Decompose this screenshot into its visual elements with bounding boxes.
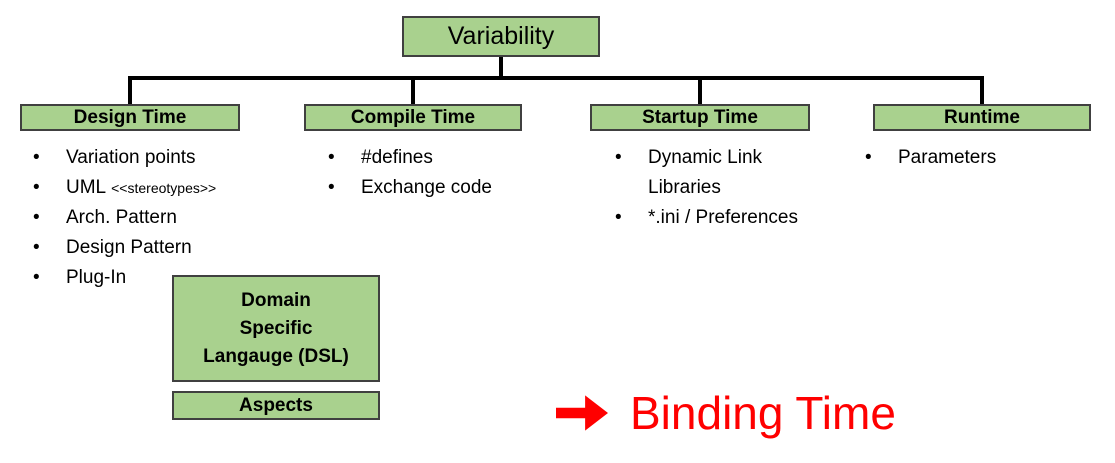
bullet-icon: • (865, 147, 872, 168)
runtime-box: Runtime (873, 104, 1091, 131)
connector-stub-startup-time (698, 76, 702, 105)
list-item: • UML<<stereotypes>> (30, 173, 216, 203)
dsl-box-line: Langauge (DSL) (203, 345, 349, 367)
list-item: • Plug-In (30, 263, 216, 293)
bullet-icon: • (328, 147, 335, 168)
list-item-text: Exchange code (361, 177, 492, 198)
variability-box: Variability (402, 16, 600, 57)
compile-time-list: • #defines • Exchange code (325, 143, 492, 203)
aspects-box: Aspects (172, 391, 380, 420)
list-item: • *.ini / Preferences (612, 203, 818, 233)
startup-time-list: • Dynamic Link Libraries • *.ini / Prefe… (612, 143, 818, 233)
uml-label: UML (66, 177, 107, 198)
bullet-icon: • (33, 147, 40, 168)
list-item-text: #defines (361, 147, 433, 168)
design-time-box: Design Time (20, 104, 240, 131)
list-item: • Design Pattern (30, 233, 216, 263)
list-item-text: UML<<stereotypes>> (66, 173, 216, 203)
list-item-text: Dynamic Link Libraries (648, 147, 763, 198)
list-item-text: Parameters (898, 147, 997, 168)
list-item: • Exchange code (325, 173, 492, 203)
list-item-text: *.ini / Preferences (648, 207, 798, 228)
bullet-icon: • (328, 177, 335, 198)
runtime-list: • Parameters (862, 143, 996, 173)
startup-time-box: Startup Time (590, 104, 810, 131)
bullet-icon: • (33, 177, 40, 198)
list-item: • Arch. Pattern (30, 203, 216, 233)
list-item: • Parameters (862, 143, 996, 173)
dsl-box-line: Specific (239, 317, 313, 339)
bullet-icon: • (33, 267, 40, 288)
bullet-icon: • (33, 237, 40, 258)
list-item-text: Arch. Pattern (66, 207, 177, 228)
bullet-icon: • (33, 207, 40, 228)
stereotypes-label: <<stereotypes>> (111, 180, 217, 196)
connector-root-vertical (499, 57, 503, 78)
list-item: • #defines (325, 143, 492, 173)
list-item: • Variation points (30, 143, 216, 173)
binding-time-label: Binding Time (630, 387, 896, 439)
connector-stub-compile-time (411, 76, 415, 105)
list-item-text: Plug-In (66, 267, 127, 288)
connector-stub-runtime (980, 76, 984, 105)
bullet-icon: • (615, 207, 622, 228)
list-item-text: Variation points (66, 147, 196, 168)
design-time-list: • Variation points • UML<<stereotypes>> … (30, 143, 216, 293)
dsl-box: Domain Specific Langauge (DSL) (172, 275, 380, 382)
compile-time-box: Compile Time (304, 104, 522, 131)
dsl-box-line: Domain (241, 289, 311, 311)
connector-stub-design-time (128, 76, 132, 105)
bullet-icon: • (615, 147, 622, 168)
list-item: • Dynamic Link Libraries (612, 143, 818, 203)
connector-horizontal (128, 76, 984, 80)
binding-time-annotation: Binding Time (556, 390, 896, 436)
list-item-text: Design Pattern (66, 237, 192, 258)
right-arrow-icon (556, 395, 608, 431)
